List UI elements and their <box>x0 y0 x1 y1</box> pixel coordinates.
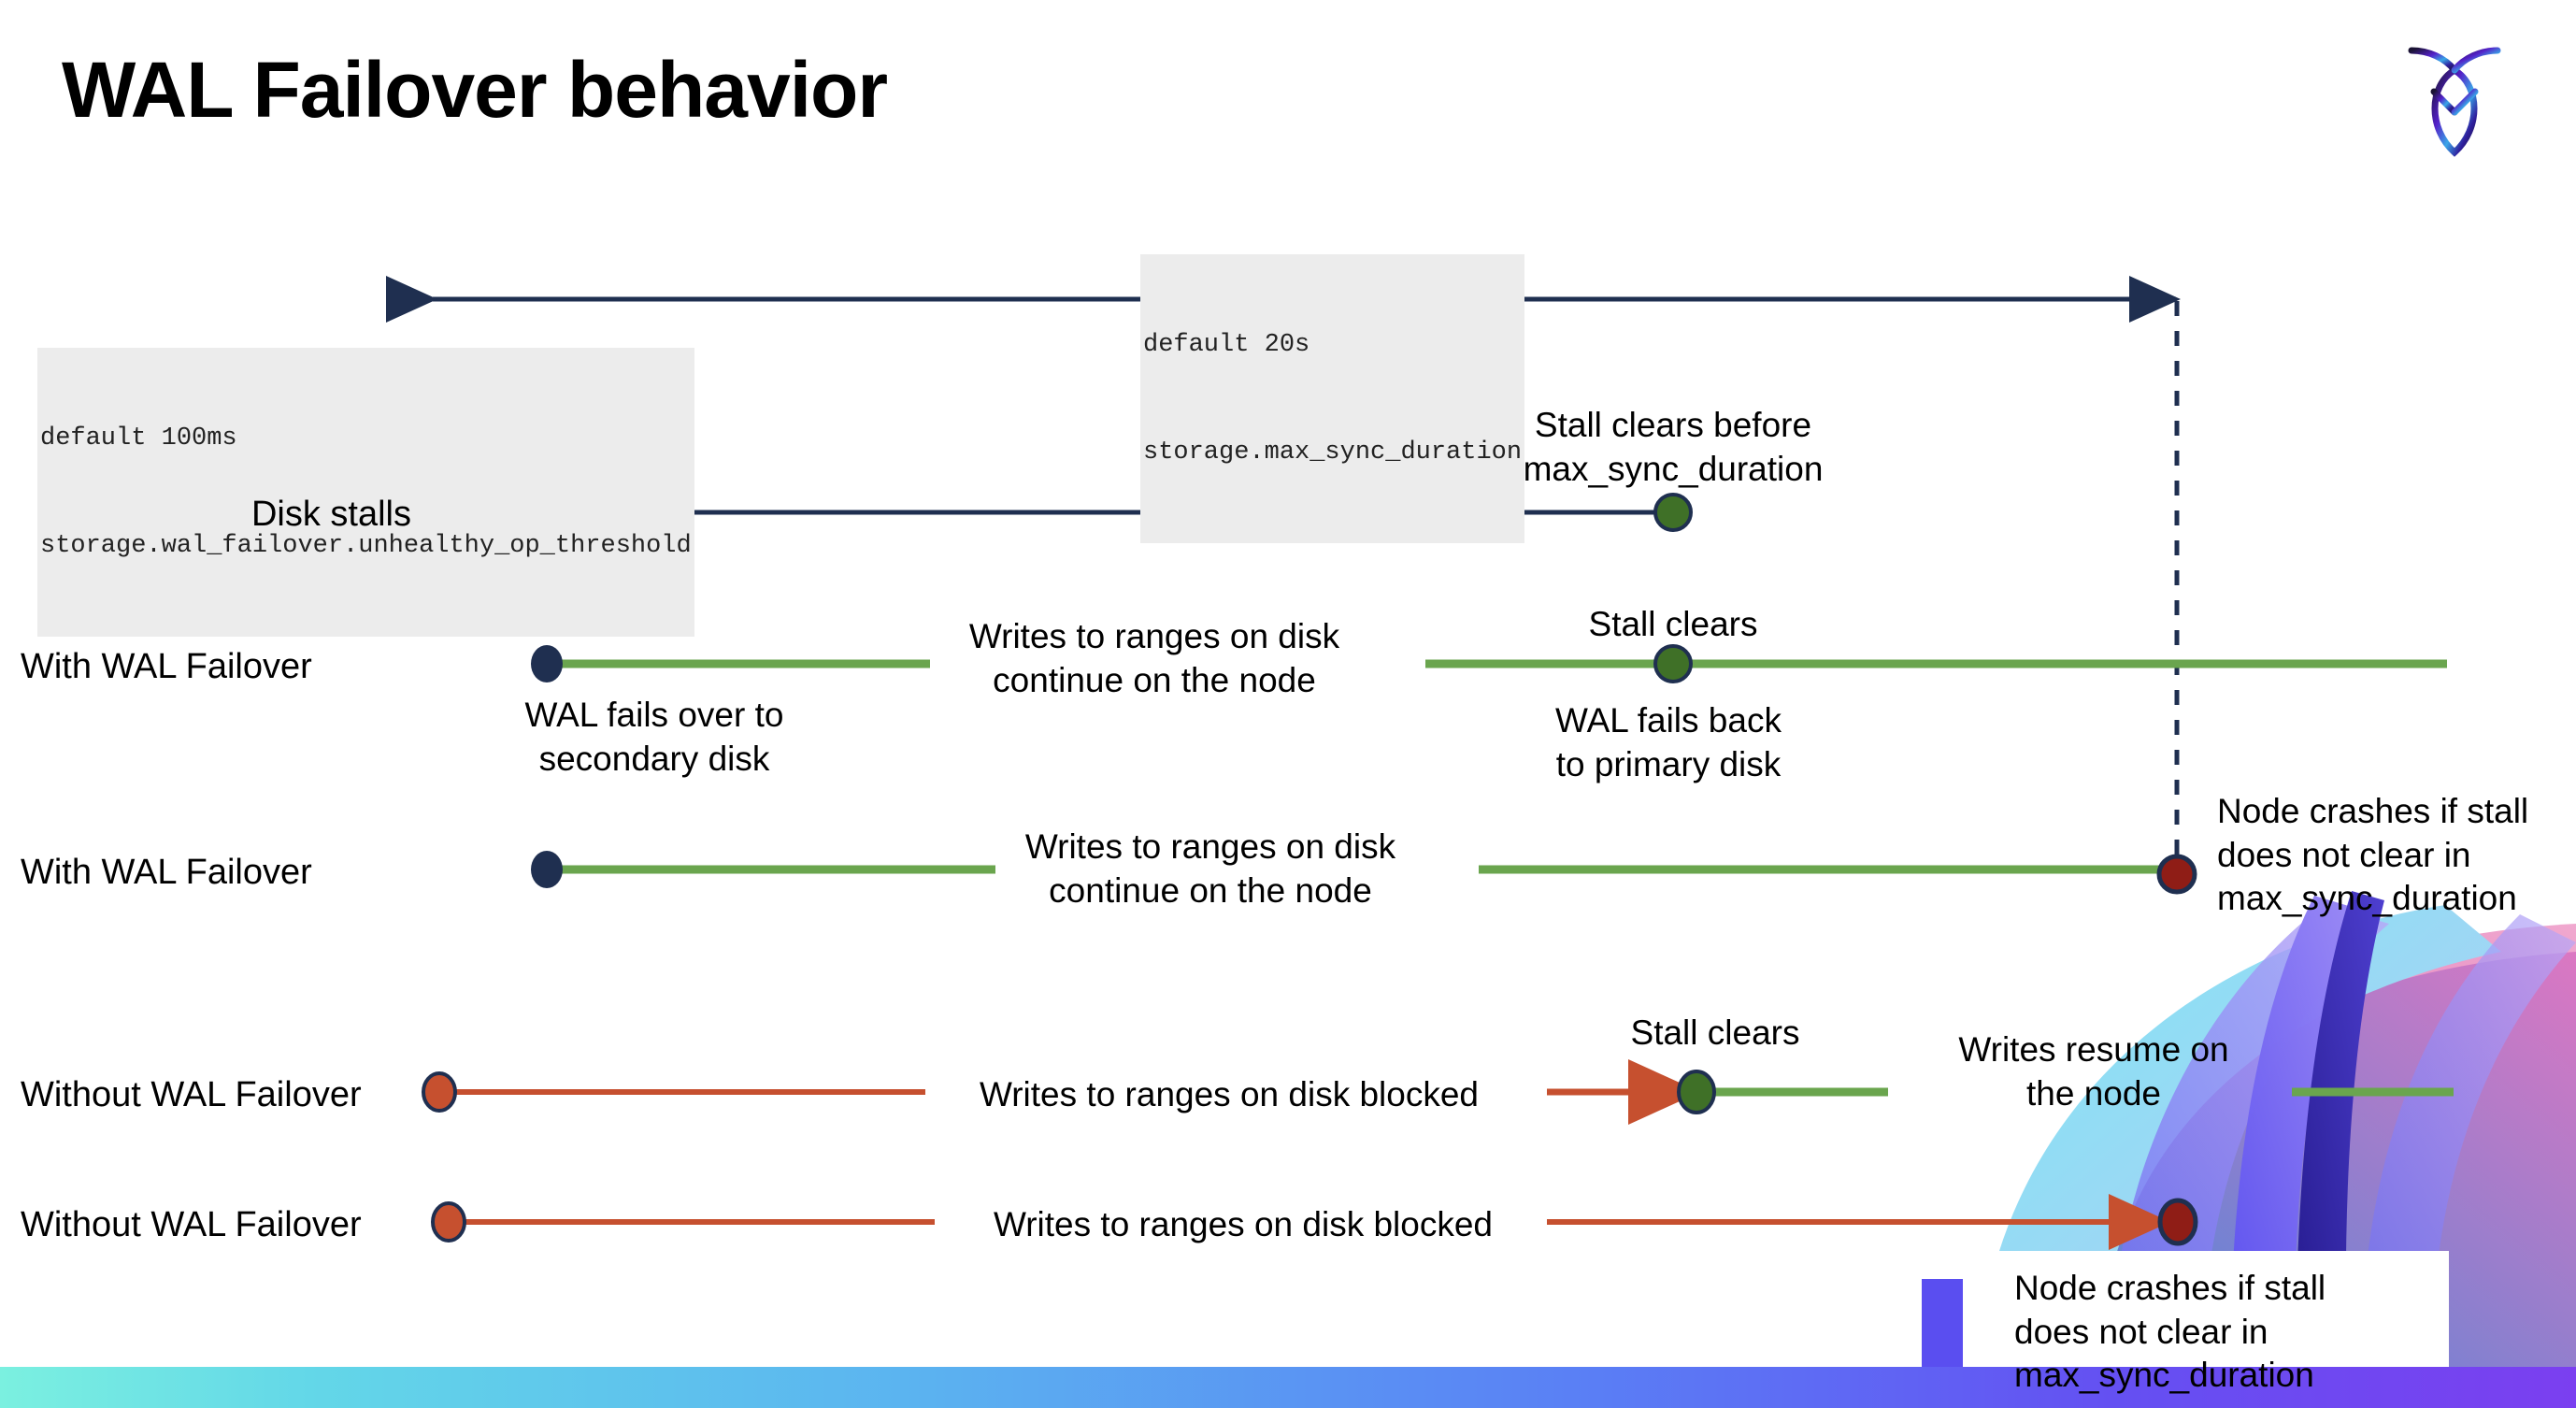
stall-clears-dot-row1 <box>1653 493 1693 532</box>
note-stall-clears-row4: Stall clears <box>1630 1013 1800 1052</box>
wal-failover-start-dot-row2 <box>531 645 563 682</box>
node-crash-dot-row3 <box>2156 854 2197 895</box>
stall-clears-dot-row2 <box>1653 644 1693 683</box>
note-writes-blocked-row5: Writes to ranges on disk blocked <box>993 1205 1494 1243</box>
note-stall-clears-before-max-sync: Stall clears before max_sync_duration <box>1523 406 1824 488</box>
node-crash-dot-row5 <box>2157 1198 2198 1246</box>
note-writes-continue-row3: Writes to ranges on disk continue on the… <box>1024 827 1396 910</box>
note-writes-resume-row4: Writes resume on the node <box>1958 1030 2229 1113</box>
page-title: WAL Failover behavior <box>62 46 888 134</box>
row-label-with-wal-failover-1: With WAL Failover <box>21 647 312 686</box>
max-sync-duration-setting: storage.max_sync_duration <box>1143 434 1523 470</box>
unhealthy-op-threshold-annotation: default 100ms storage.wal_failover.unhea… <box>37 348 694 637</box>
note-stall-clears-row2: Stall clears <box>1588 605 1758 643</box>
row-label-without-wal-failover-2: Without WAL Failover <box>21 1205 362 1244</box>
note-writes-blocked-row4: Writes to ranges on disk blocked <box>979 1075 1480 1113</box>
note-wal-fails-over-secondary: WAL fails over to secondary disk <box>524 696 784 778</box>
unhealthy-op-threshold-setting: storage.wal_failover.unhealthy_op_thresh… <box>40 527 692 564</box>
disk-stall-start-dot-row5 <box>431 1201 466 1243</box>
max-sync-duration-annotation: default 20s storage.max_sync_duration <box>1140 254 1525 543</box>
wal-failover-start-dot-row3 <box>531 851 563 888</box>
max-sync-duration-default: default 20s <box>1143 326 1310 363</box>
bottom-gradient-bar <box>0 1367 2576 1408</box>
disk-stall-start-dot-row4 <box>422 1071 457 1113</box>
note-writes-continue-row2: Writes to ranges on disk continue on the… <box>968 617 1340 699</box>
stall-clears-dot-row4 <box>1677 1070 1716 1114</box>
row-label-without-wal-failover-1: Without WAL Failover <box>21 1075 362 1114</box>
row-label-with-wal-failover-2: With WAL Failover <box>21 853 312 892</box>
note-node-crashes-row5: Node crashes if stall does not clear in … <box>2014 1269 2326 1395</box>
note-wal-fails-back-primary: WAL fails back to primary disk <box>1555 701 1782 783</box>
unhealthy-op-threshold-default: default 100ms <box>40 420 237 456</box>
note-node-crashes-row3: Node crashes if stall does not clear in … <box>2217 792 2529 918</box>
cockroachdb-logo <box>2408 47 2501 157</box>
row-label-disk-stalls: Disk stalls <box>250 495 411 534</box>
